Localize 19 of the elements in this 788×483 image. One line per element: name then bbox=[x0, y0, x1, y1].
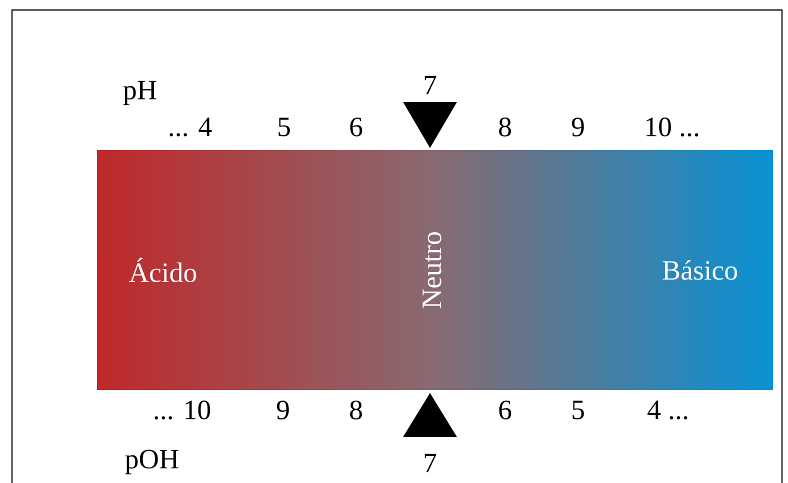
scale-label: pH bbox=[123, 80, 156, 106]
scale-number: 8 bbox=[350, 400, 362, 420]
scale-number: 8 bbox=[499, 118, 511, 136]
acid-label: Ácido bbox=[129, 258, 196, 282]
scale-number: 9 bbox=[572, 118, 584, 136]
base-label: Básico bbox=[662, 260, 738, 280]
scale-number: 9 bbox=[276, 400, 289, 420]
scale-number: 5 bbox=[572, 400, 584, 420]
scale-number: 6 bbox=[350, 118, 362, 136]
scale-number: 4 ... bbox=[648, 400, 688, 420]
scale-number: 10 ... bbox=[646, 118, 698, 136]
scale-number: 5 bbox=[278, 118, 290, 136]
scale-number: ... 4 bbox=[170, 118, 212, 136]
scale-number: 7 bbox=[424, 76, 436, 94]
scale-number: 6 bbox=[499, 400, 512, 420]
neutral-label: Neutro bbox=[422, 232, 442, 308]
scale-number: ... 10 bbox=[154, 400, 210, 420]
scale-label: pOH bbox=[125, 450, 178, 474]
scale-label: 7 bbox=[424, 454, 436, 472]
